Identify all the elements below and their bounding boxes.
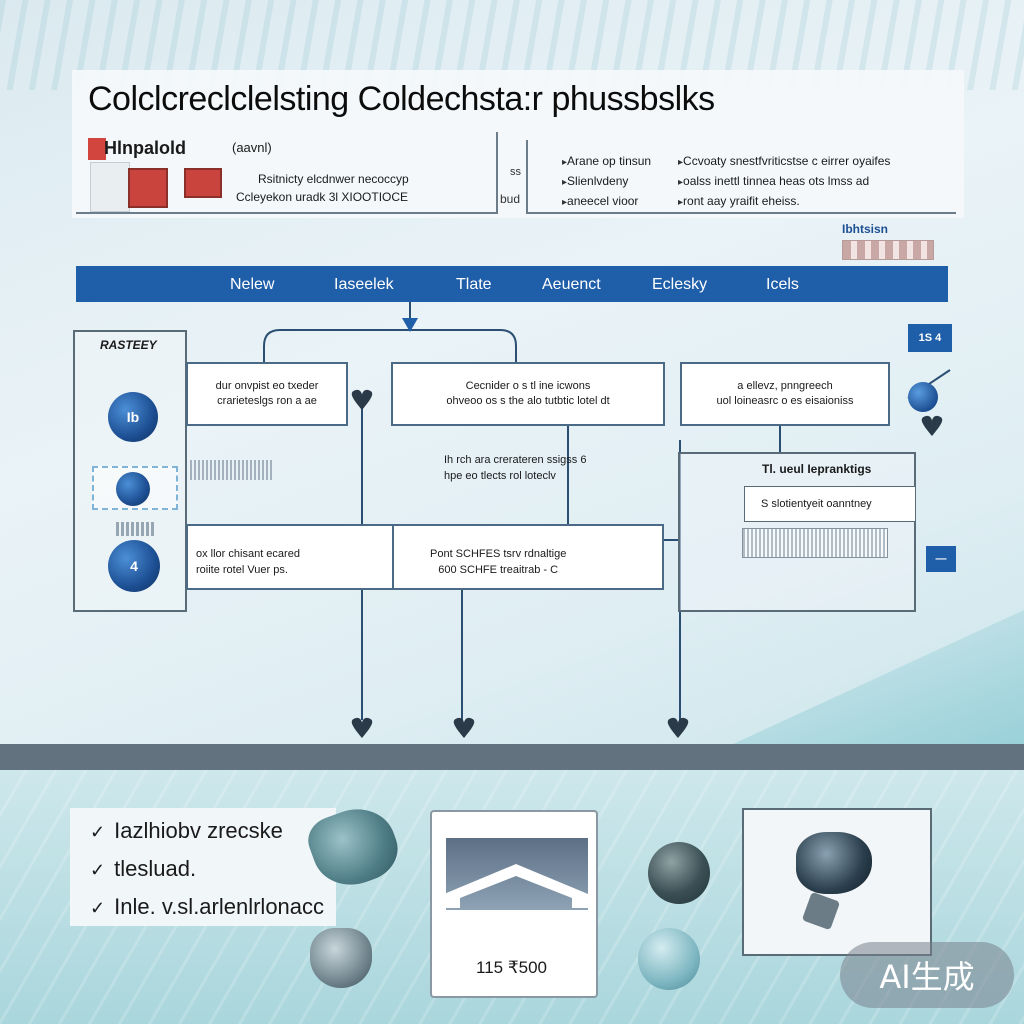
record-button[interactable] <box>116 472 150 506</box>
info-item: aneecel vioor <box>562 192 651 212</box>
house-icon <box>444 864 588 908</box>
page-badge-button[interactable]: 1S 4 <box>908 324 952 352</box>
flow-note-line: hpe eo tlects rol loteclv <box>444 470 556 482</box>
brand-description-line: Ccleyekon uradk 3l XIOOTIOCE <box>236 190 409 204</box>
flow-step-box[interactable]: dur onvpist eo txeder crarieteslgs ron a… <box>186 362 348 426</box>
side-mark: bud <box>500 192 521 206</box>
thumbnail-strip <box>90 162 130 212</box>
nav-item[interactable]: Iaseelek <box>334 276 394 293</box>
right-panel-row[interactable]: S slotientyeit oanntney <box>744 486 916 522</box>
feature-text: Iazlhiobv zrecske <box>114 818 283 843</box>
feature-list-item: ✓ Iazlhiobv zrecske <box>90 818 283 844</box>
side-mark: ss <box>510 166 521 178</box>
nav-item[interactable]: Icels <box>766 276 799 293</box>
user-icon-button[interactable]: Ib <box>108 392 158 442</box>
flow-step-text: 600 SCHFE treaitrab - C <box>438 564 559 576</box>
feature-list-item: ✓ Inle. v.sl.arlenlrlonacc <box>90 894 324 920</box>
info-item: oalss inettl tinnea heas ots lmss ad <box>678 172 890 192</box>
feature-list-card <box>70 808 336 926</box>
minus-button[interactable]: — <box>926 546 956 572</box>
brand-description-line: Rsitnicty elcdnwer necoccyp <box>258 172 409 186</box>
node-button[interactable] <box>908 382 938 412</box>
brand-logo-icon <box>88 138 106 160</box>
brand-box <box>76 132 498 214</box>
left-panel-label <box>116 522 156 536</box>
info-list-right: Ccvoaty snestfvriticstse c eirrer oyaife… <box>678 152 890 212</box>
flow-step-text: uol loineasrc o es eisaioniss <box>716 395 854 407</box>
right-panel-row[interactable] <box>742 528 888 558</box>
flow-step-text-left: ox llor chisant ecared roiite rotel Vuer… <box>196 546 300 578</box>
section-divider <box>0 744 1024 770</box>
placeholder-label <box>190 460 274 480</box>
flow-step-box[interactable]: Cecnider o s tl ine icwons ohveoo os s t… <box>391 362 665 426</box>
heart-icon <box>351 389 373 410</box>
nav-pointer <box>402 318 418 332</box>
flow-step-text-right: Pont SCHFES tsrv rdnaltige 600 SCHFE tre… <box>430 546 566 578</box>
ai-generated-watermark: AI生成 <box>840 942 1014 1008</box>
feature-text: Inle. v.sl.arlenlrlonacc <box>114 894 325 919</box>
info-item: Ccvoaty snestfvriticstse c eirrer oyaife… <box>678 152 890 172</box>
heart-icon <box>921 415 943 436</box>
nav-item[interactable]: Eclesky <box>652 276 708 293</box>
flow-box-divider <box>392 526 394 588</box>
brand-subtitle: (aavnl) <box>232 140 272 155</box>
thumbnail-image[interactable] <box>128 168 168 208</box>
flow-step-box-wide[interactable] <box>186 524 664 590</box>
flow-note: Ih rch ara crerateren ssigss 6 hpe eo tl… <box>444 452 586 484</box>
left-panel-title: RASTEEY <box>100 338 157 352</box>
page-title: Colclcreclclelsting Coldechsta:r phussbs… <box>88 80 715 118</box>
product-price: 115 ₹500 <box>476 958 548 977</box>
heart-icon <box>453 717 475 738</box>
info-item: Slienlvdeny <box>562 172 651 192</box>
nav-item[interactable]: Tlate <box>456 276 492 293</box>
flow-step-text: ohveoo os s the alo tutbtic lotel dt <box>446 395 610 407</box>
device-image <box>796 832 872 894</box>
feature-text: tlesluad. <box>114 856 197 881</box>
info-list-left: Arane op tinsun Slienlvdeny aneecel vioo… <box>562 152 651 212</box>
flow-step-text: a ellevz, pnngreech <box>737 380 833 392</box>
flow-step-text: roiite rotel Vuer ps. <box>196 564 288 576</box>
flow-step-text: dur onvpist eo txeder <box>215 380 319 392</box>
flow-step-text: crarieteslgs ron a ae <box>217 395 317 407</box>
mini-badge[interactable]: Ibhtsisn <box>842 222 934 260</box>
decorative-sphere <box>648 842 710 904</box>
right-panel-title: Tl. ueul Iepranktigs <box>762 462 872 476</box>
flow-step-text: Pont SCHFES tsrv rdnaltige <box>430 548 567 560</box>
heart-icon <box>351 717 373 738</box>
info-box <box>526 140 956 214</box>
decorative-object <box>310 928 372 988</box>
brand-name: Hlnpalold <box>104 138 186 158</box>
flow-step-text: Cecnider o s tl ine icwons <box>465 380 591 392</box>
flow-step-box[interactable]: a ellevz, pnngreech uol loineasrc o es e… <box>680 362 890 426</box>
decorative-sphere <box>638 928 700 990</box>
heart-icon <box>667 717 689 738</box>
mini-badge-label: Ibhtsisn <box>842 222 889 236</box>
info-item: Arane op tinsun <box>562 152 651 172</box>
check-icon: ✓ <box>90 860 106 880</box>
flow-step-text: ox llor chisant ecared <box>196 548 300 560</box>
flow-note-line: Ih rch ara crerateren ssigss 6 <box>444 454 587 466</box>
thumbnail-image[interactable] <box>184 168 222 198</box>
feature-list-item: ✓ tlesluad. <box>90 856 196 882</box>
nav-item[interactable]: Aeuenct <box>542 276 601 293</box>
mini-badge-bar <box>842 240 934 260</box>
step-button[interactable]: 4 <box>108 540 160 592</box>
info-item: ront aay yraifit eheiss. <box>678 192 890 212</box>
check-icon: ✓ <box>90 822 106 842</box>
nav-bar <box>76 266 948 302</box>
nav-item[interactable]: Nelew <box>230 276 275 293</box>
check-icon: ✓ <box>90 898 106 918</box>
